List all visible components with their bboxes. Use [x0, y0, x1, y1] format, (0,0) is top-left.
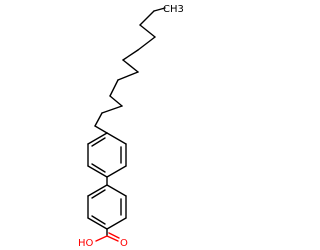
ring-bond — [87, 165, 108, 178]
ring-double-bond — [91, 189, 106, 199]
chain-bond — [109, 79, 119, 97]
carboxyl-group — [95, 228, 120, 242]
ring-bond — [106, 184, 127, 197]
chain-bond — [122, 59, 139, 73]
chemical-structure: CH3 HO O — [78, 4, 184, 249]
ring-bond — [87, 184, 108, 197]
chain-bond — [117, 71, 139, 81]
ring-bond — [106, 165, 127, 178]
chain-bond — [153, 7, 166, 12]
carbonyl-double-bond — [108, 232, 120, 239]
chain-bond — [109, 95, 123, 107]
ring-bond — [106, 132, 127, 145]
ring-bond — [87, 217, 108, 230]
alkyl-chain — [94, 7, 166, 134]
carbonyl-oxygen-label: O — [120, 238, 128, 249]
hydroxyl-label: HO — [78, 238, 94, 249]
chain-bond — [137, 36, 156, 51]
carbonyl-bond — [106, 235, 119, 242]
ring-double-bond — [91, 215, 106, 225]
lower-benzene-ring — [87, 184, 127, 230]
chain-bond — [122, 49, 139, 61]
ring-double-bond — [91, 137, 106, 147]
chain-bond — [139, 24, 156, 38]
chain-bond — [94, 125, 108, 134]
chain-bond — [101, 105, 123, 114]
methyl-label: CH3 — [163, 4, 184, 15]
hydroxyl-bond — [95, 235, 108, 242]
ring-double-bond — [91, 163, 106, 173]
chain-bond — [94, 112, 103, 127]
structure-canvas: CH3 HO O — [78, 4, 184, 249]
upper-benzene-ring — [87, 132, 127, 178]
ring-bond — [106, 217, 127, 230]
ring-bond — [87, 132, 108, 145]
chain-bond — [139, 10, 155, 26]
